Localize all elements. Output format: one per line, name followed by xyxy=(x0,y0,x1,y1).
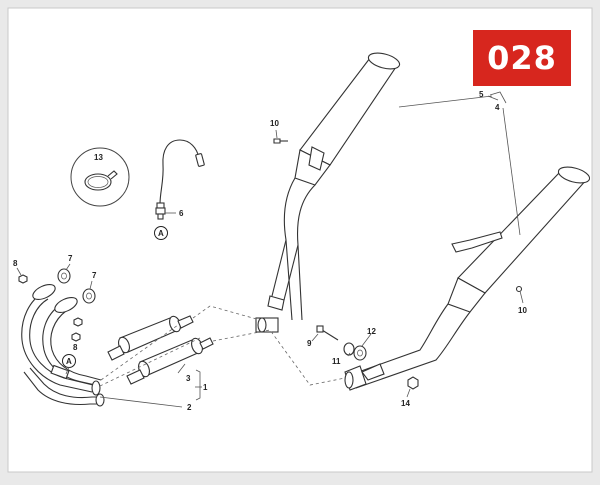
callout-8-bottom: 8 xyxy=(73,343,78,352)
callout-8-top: 8 xyxy=(13,259,18,268)
callout-10-upper: 10 xyxy=(270,119,279,128)
part-13-clamp xyxy=(70,147,130,207)
part-11-spacer xyxy=(343,342,355,356)
part-2-header-pipes xyxy=(21,284,105,407)
callout-4: 4 xyxy=(495,103,500,112)
callout-6: 6 xyxy=(179,209,184,218)
page-code-badge: 028 xyxy=(473,30,571,86)
callout-7-right: 7 xyxy=(92,271,97,280)
callout-14: 14 xyxy=(401,399,410,408)
part-12-rubber-mount xyxy=(353,345,367,361)
callout-2: 2 xyxy=(187,403,192,412)
callout-12: 12 xyxy=(367,327,376,336)
ref-mark-a-sensor-label: A xyxy=(158,229,164,238)
part-3-silencer-tubes xyxy=(107,315,214,385)
callout-5: 5 xyxy=(479,90,484,99)
part-7-gaskets xyxy=(57,263,96,304)
callout-labels: 1 2 3 4 5 6 7 7 8 8 9 10 10 11 12 13 14 … xyxy=(13,90,527,412)
part-8-nuts xyxy=(16,267,83,342)
callout-13: 13 xyxy=(94,153,103,162)
leader-lines xyxy=(99,91,524,408)
rear-silencer-right xyxy=(344,166,591,391)
callout-11: 11 xyxy=(332,357,341,366)
callout-3: 3 xyxy=(186,374,191,383)
rear-silencer-left xyxy=(255,52,401,333)
ref-mark-a-header-label: A xyxy=(66,357,72,366)
part-6-lambda-sensor xyxy=(155,139,205,220)
ref-mark-a-sensor xyxy=(154,226,168,240)
callout-10-lower: 10 xyxy=(518,306,527,315)
callout-7-left: 7 xyxy=(68,254,73,263)
part-10-bolt-upper xyxy=(273,129,288,144)
callout-9: 9 xyxy=(307,339,312,348)
assembly-dashed-lines xyxy=(99,305,346,387)
part-14-nut xyxy=(407,376,419,390)
callout-1: 1 xyxy=(203,383,208,392)
ref-mark-a-header xyxy=(62,354,76,375)
part-9-bolt xyxy=(316,325,339,341)
